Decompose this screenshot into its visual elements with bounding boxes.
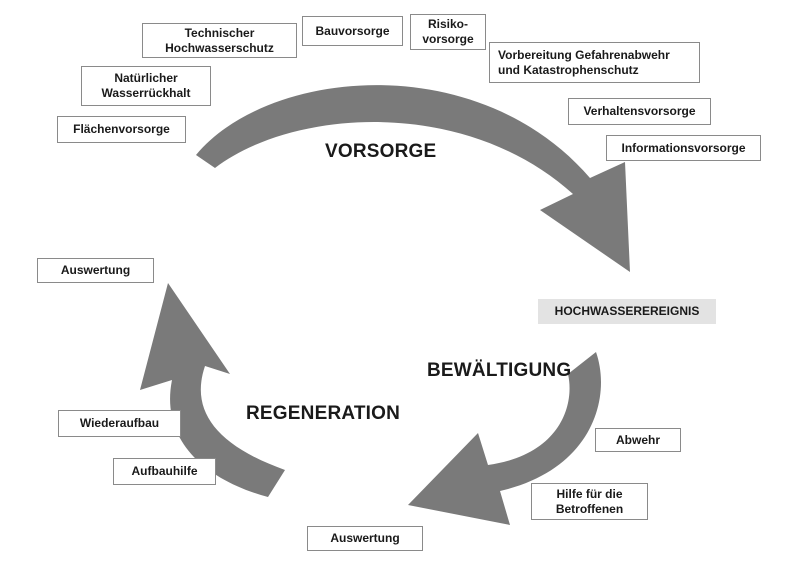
box-vorbereitung-gefahrenabwehr: Vorbereitung Gefahrenabwehr und Katastro… xyxy=(489,42,700,83)
phase-label-vorsorge: VORSORGE xyxy=(325,141,437,162)
box-natuerlicher-wasserrueckhalt: Natürlicher Wasserrückhalt xyxy=(81,66,211,106)
box-risikovorsorge: Risiko- vorsorge xyxy=(410,14,486,50)
phase-label-bewaeltigung: BEWÄLTIGUNG xyxy=(427,360,572,381)
box-auswertung-bottom: Auswertung xyxy=(307,526,423,551)
box-auswertung-top: Auswertung xyxy=(37,258,154,283)
box-technischer-hochwasserschutz: Technischer Hochwasserschutz xyxy=(142,23,297,58)
box-flaechenvorsorge: Flächenvorsorge xyxy=(57,116,186,143)
box-verhaltensvorsorge: Verhaltensvorsorge xyxy=(568,98,711,125)
box-hilfe-fuer-betroffene: Hilfe für die Betroffenen xyxy=(531,483,648,520)
box-hochwasserereignis: HOCHWASSEREREIGNIS xyxy=(538,299,716,324)
regeneration-arrow xyxy=(140,283,285,497)
box-abwehr: Abwehr xyxy=(595,428,681,452)
box-wiederaufbau: Wiederaufbau xyxy=(58,410,181,437)
vorsorge-arrow xyxy=(196,85,630,272)
box-informationsvorsorge: Informationsvorsorge xyxy=(606,135,761,161)
phase-label-regeneration: REGENERATION xyxy=(246,403,401,424)
bewaeltigung-arrow xyxy=(408,352,601,525)
box-bauvorsorge: Bauvorsorge xyxy=(302,16,403,46)
box-aufbauhilfe: Aufbauhilfe xyxy=(113,458,216,485)
